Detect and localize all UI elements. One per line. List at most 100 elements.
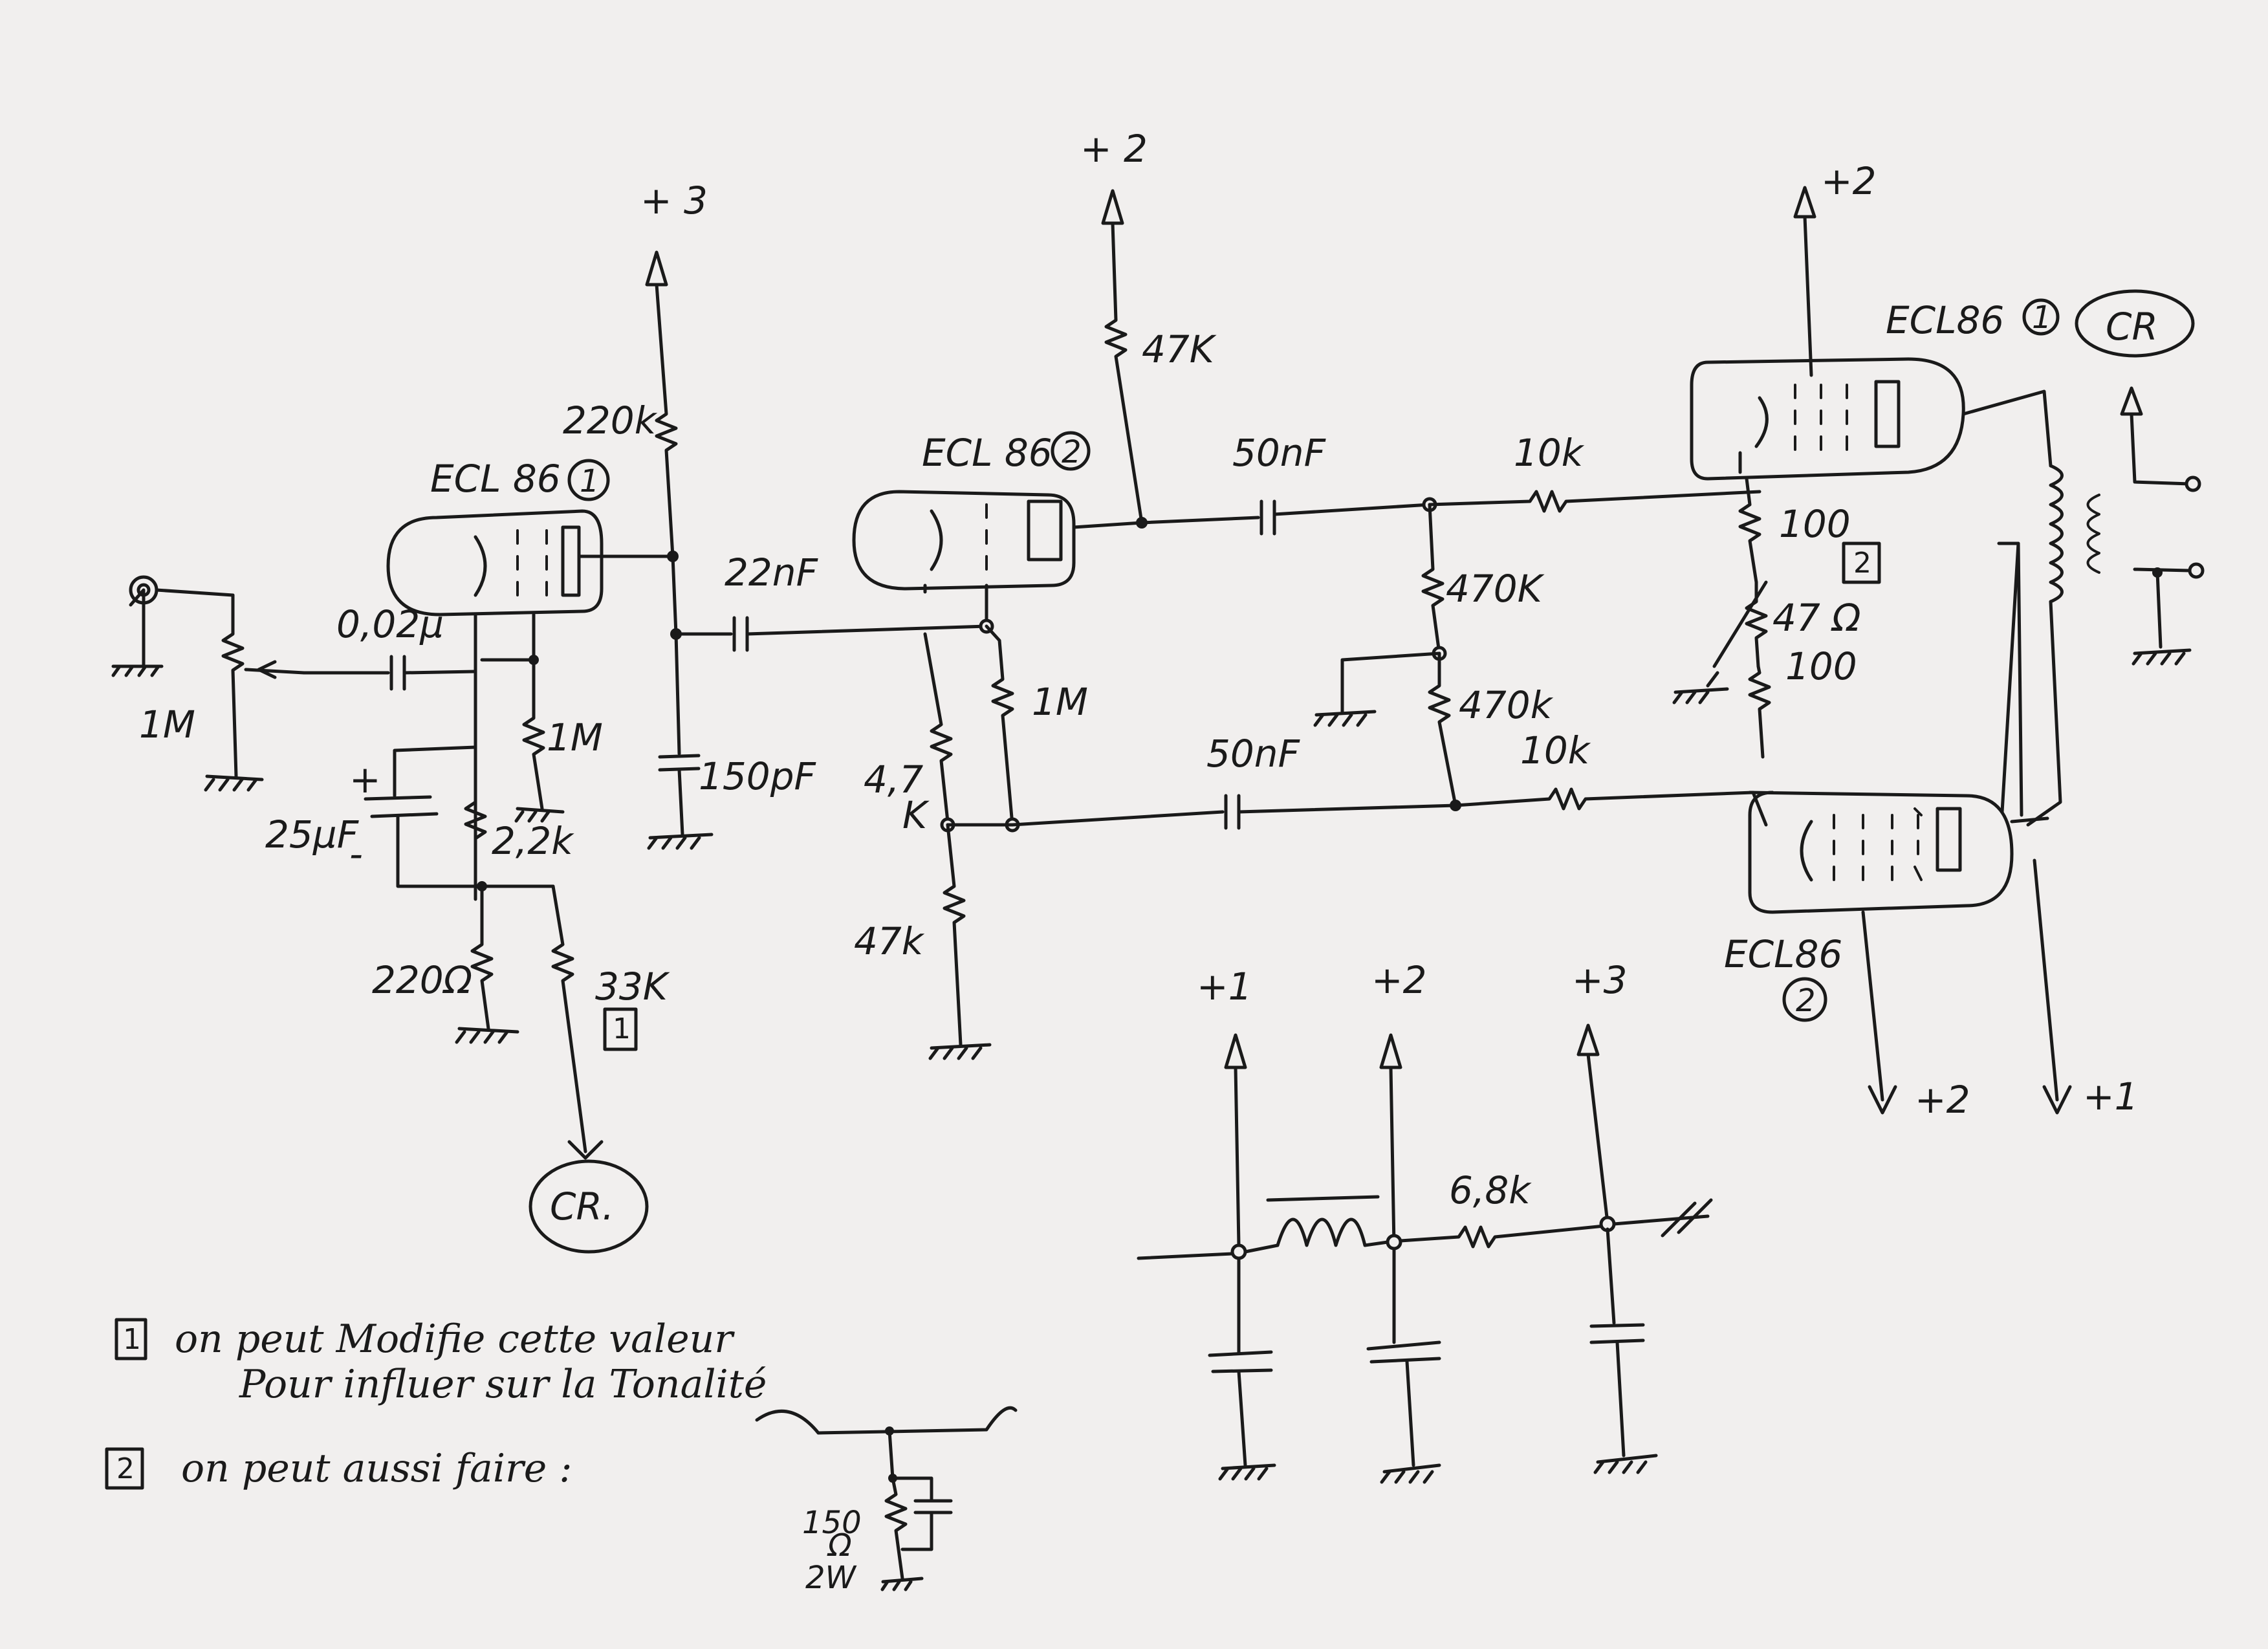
cr-left-circle [529,1159,649,1254]
note1-box [114,1318,147,1360]
output-transformer [1961,386,2205,827]
r1M-grid-label: 1M [547,715,603,759]
tube2-number: 2 [1062,434,1082,470]
cap25-label: 25μF [265,813,360,857]
plus2-mid-label: + 2 [1080,127,1148,171]
r47k-bot-label: 47k [854,919,925,963]
footnote-1-box-marker [603,1007,638,1051]
plus3-supply-rail [645,250,678,558]
r220k-label: 220k [563,399,658,442]
r470k-a-label: 470K [1446,567,1545,611]
r47ohm-label: 47 Ω [1772,596,1861,640]
capacitor-50nF-bottom [1010,794,1457,830]
note2-box-number: 2 [116,1452,135,1485]
resistor-2-2k [464,768,487,888]
r4-7k-unit: K [902,793,930,837]
tube-out1-number-circle [2022,298,2060,336]
resistor-470k-b [1428,651,1457,807]
tube-out1-number: 1 [2032,300,2052,336]
tube2-label: ECL 86 [922,431,1052,475]
footnote-2-box-marker [1842,541,1881,584]
tube-ecl86-2-output [1748,791,2049,914]
potentiometer-47ohm [1672,580,1768,704]
input-jack [129,575,235,668]
cr-right-circle [2075,289,2195,358]
volume-potentiometer [221,593,306,778]
ps-plus2-label: +2 [1371,958,1427,1002]
r10k-bot-label: 10k [1520,728,1591,772]
r470k-b-label: 470k [1459,683,1554,727]
capacitor-50nF-top [1140,499,1432,536]
resistor-47k-bottom [928,823,992,1060]
cap25-plus: + [349,758,381,802]
r150-label: 150 [802,1505,862,1541]
resistor-470k-a [1421,503,1445,655]
plus3-top-label: + 3 [640,179,708,223]
capacitor-22nF [674,616,988,652]
capacitor-150pF [647,632,714,850]
r6-8k-label: 6,8k [1449,1168,1532,1212]
out-plus2-label: +2 [1915,1078,1970,1122]
pot-1M-label: 1M [139,703,195,747]
r1M-mid-label: 1M [1032,680,1088,724]
tube1-label: ECL 86 [430,457,561,501]
c50nF-top-label: 50nF [1232,431,1327,475]
capacitor-25uF [364,745,555,888]
note1-line2: Pour influer sur la Tonalité [239,1362,767,1407]
resistor-100-a [1738,477,1761,584]
r150-unit: Ω [827,1527,852,1564]
resistor-10k-top [1428,490,1761,513]
cap-0-02u-label: 0,02μ [336,602,444,646]
resistor-220ohm [455,884,519,1044]
tube1-number-circle [567,459,610,501]
cap25-minus: - [349,832,363,876]
r150-watt: 2W [805,1560,857,1596]
ps-plus3-label: +3 [1572,958,1628,1002]
r33k-label: 33K [595,965,670,1009]
resistor-1M-grid [514,658,565,823]
ground-symbol-input [111,664,164,677]
plus2-right-label: +2 [1821,159,1877,203]
note2-box [105,1447,144,1490]
c22nF-label: 22nF [725,551,819,595]
out-plus1-label: +1 [2083,1075,2139,1119]
tube-out1-label: ECL86 [1886,298,2004,342]
footnote-1-marker: 1 [613,1012,631,1045]
resistor-10k-bottom [1454,787,1768,827]
r47k-top-label: 47K [1142,327,1217,371]
note1-line1: on peut Modifie cette valeur [175,1316,735,1362]
filter-capacitor-3 [1589,1227,1658,1474]
resistor-1M-mid [985,624,1014,827]
r4-7k-label: 4,7 [864,758,923,802]
r10k-top-label: 10k [1514,431,1585,475]
r2-2k-label: 2,2k [492,819,574,863]
tube-ecl86-2-mid [852,490,1144,591]
tube-out2-number-circle [1782,977,1827,1022]
plus2-mid-supply [1101,189,1144,525]
power-supply-filter [1137,1023,1713,1260]
plus2-right-supply [1793,186,1816,377]
r100-a-label: 100 [1779,502,1851,546]
resistor-100-b [1748,664,1771,759]
resistor-33k [551,884,604,1160]
tube2-number-circle [1051,431,1091,471]
ps-plus1-label: +1 [1197,965,1252,1009]
r100-b-label: 100 [1785,644,1857,688]
ground-symbol-pot [204,774,264,792]
cr-right-label: CR [2106,305,2158,349]
c50nF-bot-label: 50nF [1206,732,1301,776]
note2-line: on peut aussi faire : [181,1446,572,1491]
capacitor-0-02u [302,655,477,691]
tube-out2-number: 2 [1796,983,1816,1019]
cr-left-label: CR. [550,1185,614,1229]
tube-ecl86-1-left [386,509,675,617]
c150pF-label: 150pF [699,754,817,798]
tube-out2-label: ECL86 [1724,932,1842,976]
alternative-circuit-sketch [755,1406,1018,1591]
resistor-4-7k [923,632,953,824]
footnote-2-marker: 2 [1853,547,1871,580]
filter-capacitor-1 [1208,1256,1276,1481]
tube1-number: 1 [580,463,600,499]
